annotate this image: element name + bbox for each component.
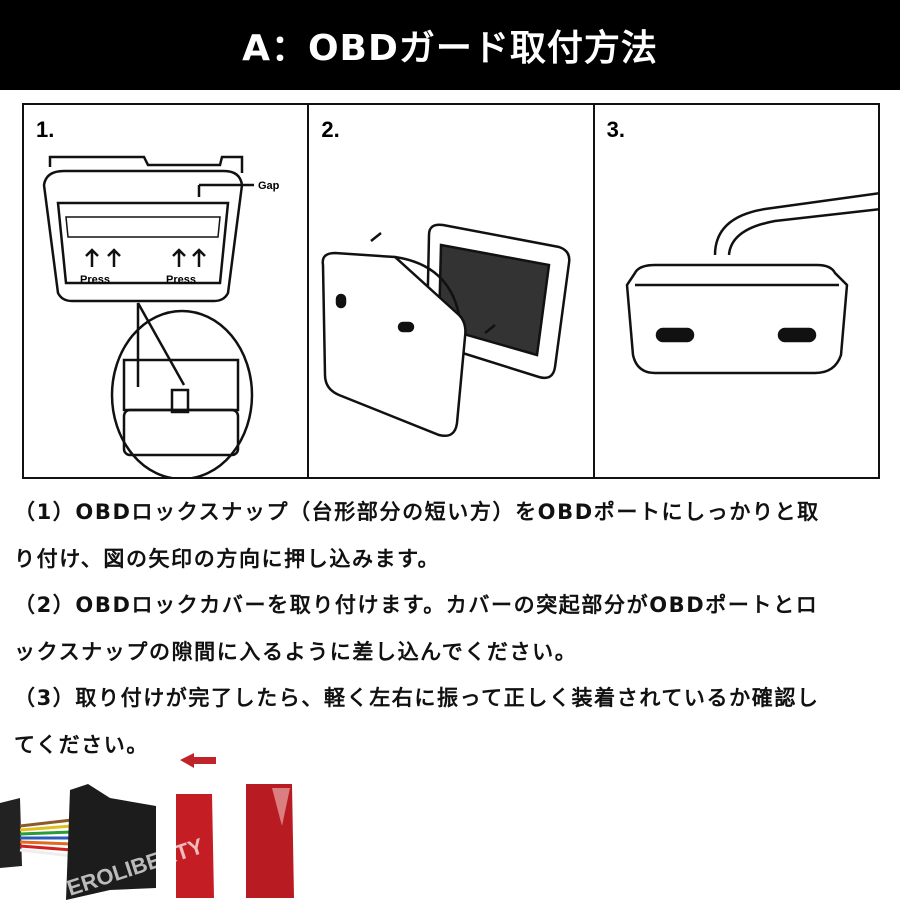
step-3-panel: 3. (595, 105, 879, 477)
obd-port-illustration: Gap Press Press (42, 155, 280, 477)
instruction-line: てください。 (14, 732, 149, 757)
installed-guard-illustration (625, 192, 879, 375)
instructions: （1）OBDロックスナップ（台形部分の短い方）をOBDポートにしっかりと取 り付… (14, 492, 894, 771)
step-number: 2. (321, 117, 340, 142)
press-label-left: Press (80, 274, 110, 286)
step-1-panel: 1. Gap Press Press (24, 105, 310, 477)
instruction-line: ックスナップの隙間に入るように差し込んでください。 (14, 639, 578, 664)
press-label-right: Press (166, 274, 196, 286)
gap-label: Gap (258, 180, 280, 192)
obd-connector (0, 784, 156, 900)
page-title: A：OBDガード取付方法 (242, 28, 658, 69)
page-header: A：OBDガード取付方法 (0, 0, 900, 90)
cover-insertion-illustration (321, 223, 571, 437)
instruction-line: （3）取り付けが完了したら、軽く左右に振って正しく装着されているか確認し (14, 686, 820, 710)
product-photo: EROLIBERTY (0, 753, 294, 900)
step-number: 1. (36, 117, 55, 142)
instruction-line: （1）OBDロックスナップ（台形部分の短い方）をOBDポートにしっかりと取 (14, 500, 820, 524)
step-number: 3. (606, 117, 626, 142)
step-2-panel: 2. (309, 105, 595, 477)
instruction-line: り付け、図の矢印の方向に押し込みます。 (14, 546, 441, 571)
instruction-diagram: 1. Gap Press Press 2. (22, 103, 880, 479)
instruction-line: （2）OBDロックカバーを取り付けます。カバーの突起部分がOBDポートとロ (14, 593, 819, 617)
left-arrow-icon (180, 753, 216, 768)
lock-snap-part (176, 794, 214, 898)
